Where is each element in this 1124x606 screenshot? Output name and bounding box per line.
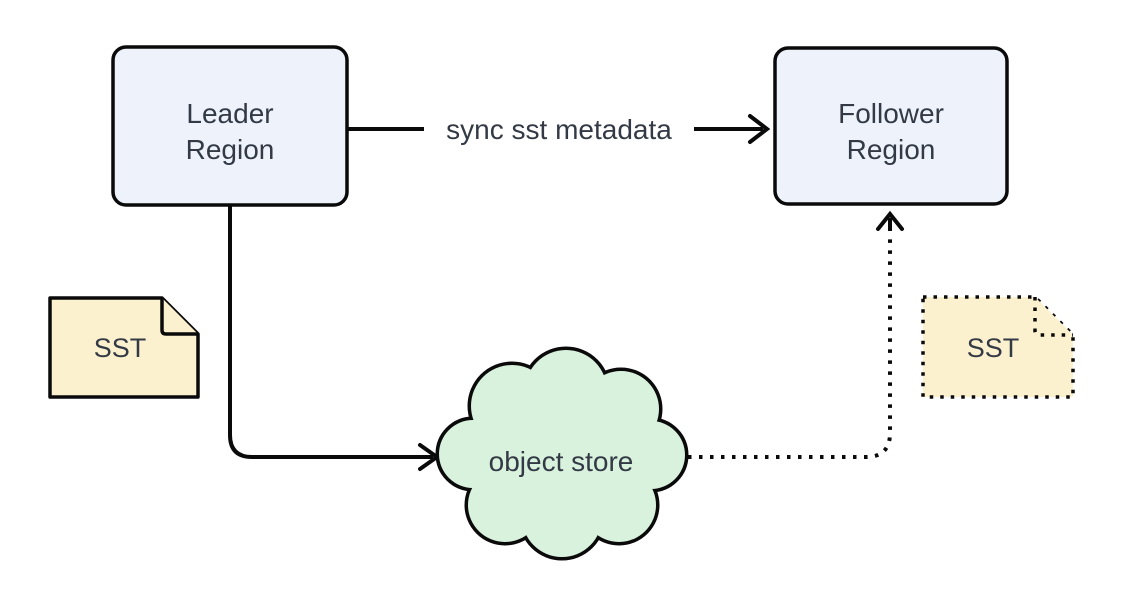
sst-right-note-label: SST (967, 333, 1020, 363)
sync-edge (347, 114, 771, 144)
follower-region-node (773, 46, 1009, 206)
store-to-follower-arrowhead-icon (876, 210, 904, 231)
sst-right-note (921, 295, 1075, 399)
sync-edge-label: sync sst metadata (446, 114, 672, 145)
store-to-follower-edge-path (688, 234, 892, 459)
follower-region-label-line2: Region (847, 134, 936, 165)
follower-region-label-line1: Follower (838, 98, 944, 129)
sst-left-note-label: SST (94, 333, 147, 363)
leader-region-label-line2: Region (186, 134, 275, 165)
sst-right-note-fold-icon (1033, 297, 1073, 337)
object-store-label: object store (489, 446, 634, 477)
sync-edge-arrowhead-icon (748, 114, 771, 144)
leader-to-store-edge-path (228, 205, 433, 459)
leader-to-store-edge (228, 205, 441, 471)
leader-region-label-line1: Leader (186, 98, 273, 129)
cloud-fill (439, 350, 685, 557)
sst-left-note-fold-icon (160, 298, 198, 336)
store-to-follower-edge (688, 210, 904, 459)
sst-left-note (48, 296, 200, 399)
